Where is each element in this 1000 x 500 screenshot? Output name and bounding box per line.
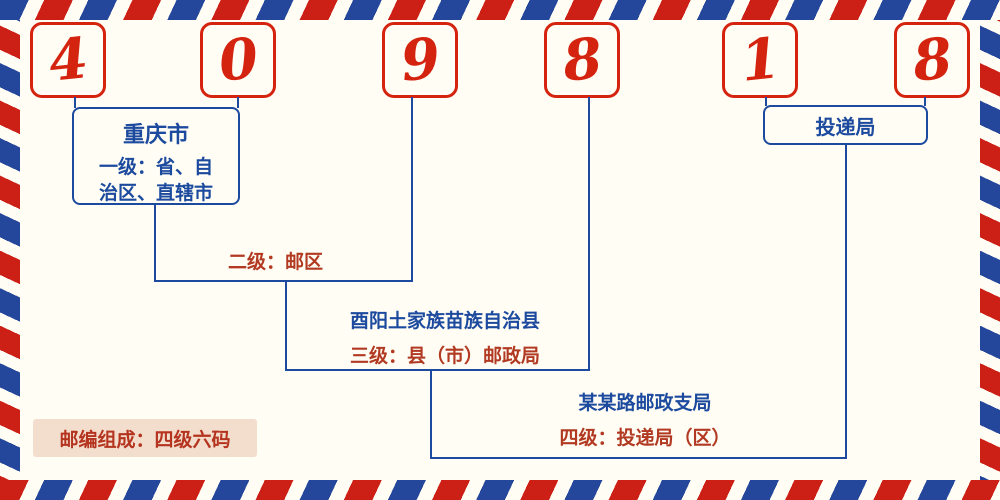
connector-line xyxy=(765,97,767,106)
connector-line xyxy=(411,97,413,282)
digit-box-2: 0 xyxy=(200,22,276,98)
airmail-border-bottom xyxy=(0,480,1000,500)
postal-digit-2: 0 xyxy=(215,25,261,95)
connector-line xyxy=(237,97,239,108)
level3-labels: 酉阳土家族苗族自治县 三级：县（市）邮政局 xyxy=(290,306,600,368)
connector-line xyxy=(154,204,156,282)
digit-box-4: 8 xyxy=(544,22,620,98)
level4-label: 四级：投递局（区） xyxy=(559,427,731,449)
postal-digit-6: 8 xyxy=(909,25,955,95)
connector-line xyxy=(154,280,413,282)
postal-digit-1: 4 xyxy=(45,25,91,95)
airmail-border-right xyxy=(980,0,1000,500)
connector-line xyxy=(74,97,76,108)
connector-line xyxy=(588,97,590,371)
level1-label: 一级：省、自治区、直辖市 xyxy=(98,156,213,204)
digit-box-3: 9 xyxy=(382,22,458,98)
connector-line xyxy=(845,144,847,459)
digit-box-6: 8 xyxy=(894,22,970,98)
composition-note: 邮编组成：四级六码 xyxy=(59,428,231,451)
level4-labels: 某某路邮政支局 四级：投递局（区） xyxy=(505,388,785,450)
level2-label: 二级：邮区 xyxy=(228,251,324,273)
composition-badge: 邮编组成：四级六码 xyxy=(33,419,257,457)
connector-line xyxy=(430,457,847,459)
level1-box: 重庆市 一级：省、自治区、直辖市 xyxy=(72,107,240,205)
airmail-border-left xyxy=(0,0,20,500)
postal-digit-5: 1 xyxy=(737,25,783,95)
connector-line xyxy=(924,97,926,106)
digit-box-5: 1 xyxy=(722,22,798,98)
delivery-office-label: 投递局 xyxy=(815,114,876,139)
connector-line xyxy=(430,369,432,459)
connector-line xyxy=(285,280,287,371)
airmail-border-top xyxy=(0,0,1000,20)
level3-place-name: 酉阳土家族苗族自治县 xyxy=(349,310,540,332)
delivery-office-box: 投递局 xyxy=(763,105,928,145)
level3-label: 三级：县（市）邮政局 xyxy=(349,345,540,367)
postal-digit-4: 8 xyxy=(559,25,605,95)
level1-place-name: 重庆市 xyxy=(122,123,189,148)
postal-digit-3: 9 xyxy=(397,25,443,95)
digit-box-1: 4 xyxy=(30,22,106,98)
connector-line xyxy=(285,369,590,371)
level4-place-name: 某某路邮政支局 xyxy=(578,392,712,414)
